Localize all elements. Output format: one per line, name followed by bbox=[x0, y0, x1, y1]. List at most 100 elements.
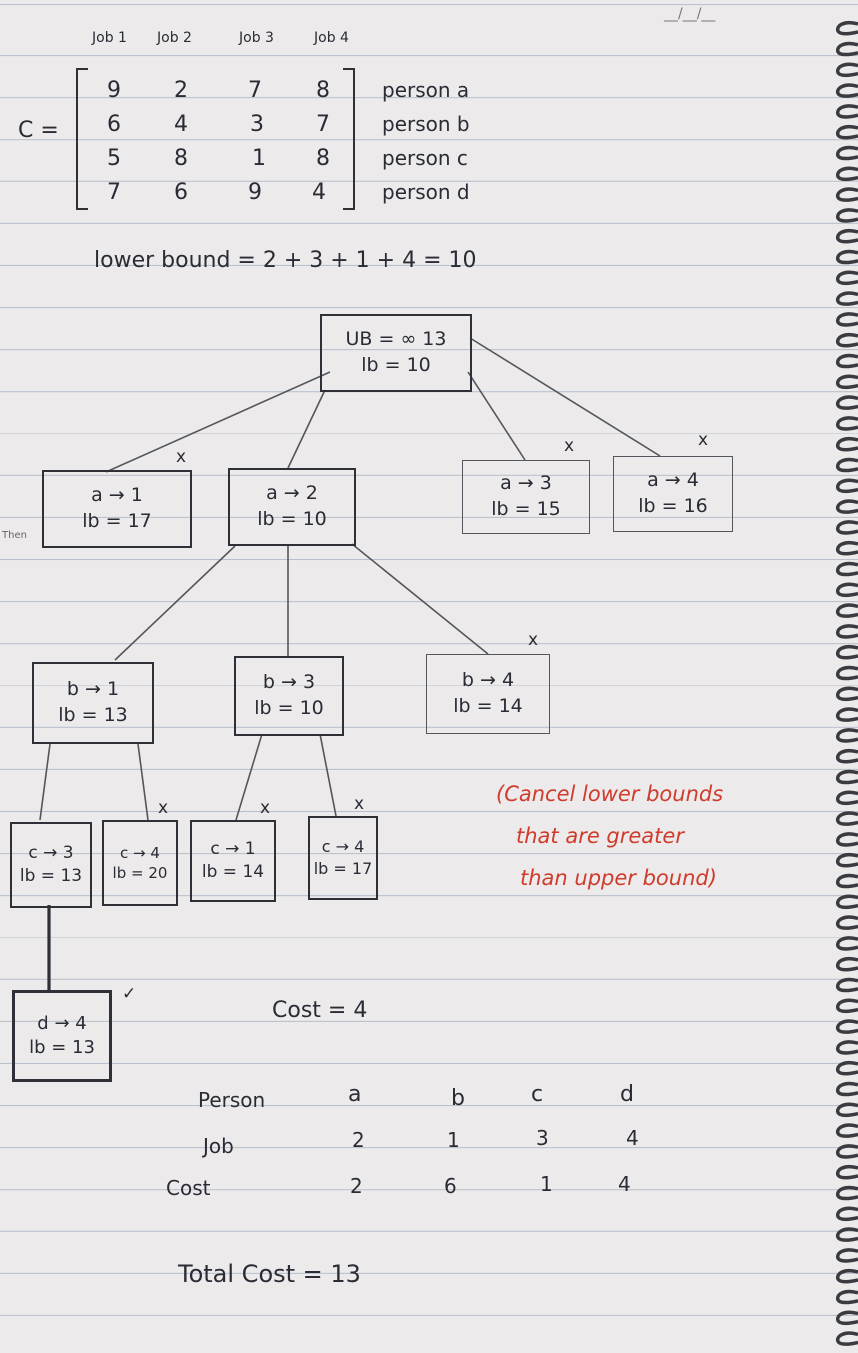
node-lower-bound: lb = 10 bbox=[254, 697, 324, 719]
matrix-left-bracket bbox=[76, 68, 88, 210]
binding-ring bbox=[835, 1040, 858, 1055]
node-assignment: c → 4 bbox=[321, 837, 365, 857]
cancel-mark: x bbox=[158, 798, 169, 818]
binding-ring bbox=[835, 582, 858, 598]
binding-ring bbox=[835, 936, 858, 951]
binding-ring bbox=[835, 686, 858, 702]
binding-ring bbox=[835, 228, 858, 244]
margin-note: Then bbox=[2, 530, 27, 541]
tree-node-a2: a → 2 lb = 10 bbox=[228, 468, 356, 546]
tree-edge bbox=[467, 371, 526, 461]
cost-value: 1 bbox=[540, 1172, 553, 1196]
cost-value: 2 bbox=[350, 1174, 363, 1198]
job-row-label: Job bbox=[203, 1134, 234, 1158]
binding-ring bbox=[835, 540, 858, 556]
node-lower-bound: lb = 17 bbox=[82, 510, 152, 532]
cost-value: 6 bbox=[444, 1174, 457, 1198]
matrix-cell: 1 bbox=[252, 146, 266, 171]
cost-value: 4 bbox=[618, 1172, 631, 1196]
binding-ring bbox=[835, 873, 858, 889]
tree-edge bbox=[351, 543, 489, 655]
tree-node-c1: c → 1 lb = 14 bbox=[190, 820, 276, 902]
tree-node-b4: b → 4 lb = 14 bbox=[426, 654, 550, 734]
node-lower-bound: lb = 14 bbox=[201, 862, 265, 882]
matrix-right-bracket bbox=[343, 68, 355, 210]
matrix-cell: 2 bbox=[174, 78, 188, 103]
tree-edge bbox=[235, 733, 263, 821]
tree-node-a1: a → 1 lb = 17 bbox=[42, 470, 192, 548]
tree-node-a3: a → 3 lb = 15 bbox=[462, 460, 590, 534]
notebook-spiral-binding bbox=[835, 20, 858, 1346]
binding-ring bbox=[835, 353, 858, 369]
tree-node-c4-a: c → 4 lb = 20 bbox=[102, 820, 178, 906]
node-assignment: c → 3 bbox=[28, 843, 74, 864]
cost-line: Cost = 4 bbox=[272, 998, 368, 1023]
binding-ring bbox=[835, 728, 858, 743]
binding-ring bbox=[835, 1164, 858, 1180]
binding-ring bbox=[835, 748, 858, 764]
binding-ring bbox=[835, 769, 858, 785]
binding-ring bbox=[835, 811, 858, 826]
binding-ring bbox=[835, 395, 858, 410]
binding-ring bbox=[835, 374, 858, 390]
binding-ring bbox=[835, 416, 858, 431]
cancel-mark: x bbox=[698, 430, 709, 450]
matrix-label: C = bbox=[18, 118, 59, 143]
binding-ring bbox=[835, 1060, 858, 1076]
cancel-mark: x bbox=[260, 798, 271, 818]
matrix-cell: 5 bbox=[107, 146, 121, 171]
node-assignment: b → 3 bbox=[262, 671, 316, 694]
person-row-label: Person bbox=[198, 1088, 266, 1112]
node-lower-bound: lb = 15 bbox=[491, 498, 561, 520]
binding-ring bbox=[835, 1081, 858, 1097]
matrix-cell: 8 bbox=[316, 146, 330, 171]
tree-node-c4-b: c → 4 lb = 17 bbox=[308, 816, 378, 900]
binding-ring bbox=[835, 83, 858, 98]
date-mark: __/__/__ bbox=[664, 6, 716, 22]
cancel-mark: x bbox=[176, 447, 187, 467]
binding-ring bbox=[835, 208, 858, 223]
tree-node-c3: c → 3 lb = 13 bbox=[10, 822, 92, 908]
matrix-cell: 7 bbox=[316, 112, 330, 137]
tree-edge bbox=[137, 743, 149, 821]
binding-ring bbox=[835, 104, 858, 119]
cancel-mark: x bbox=[528, 630, 539, 650]
person-value: c bbox=[531, 1082, 544, 1107]
node-assignment: a → 2 bbox=[266, 482, 318, 505]
binding-ring bbox=[835, 832, 858, 847]
binding-ring bbox=[835, 977, 858, 993]
binding-ring bbox=[835, 624, 858, 639]
binding-ring bbox=[835, 166, 858, 182]
tree-edge bbox=[469, 337, 661, 457]
binding-ring bbox=[835, 145, 858, 161]
job-header-4: Job 4 bbox=[314, 30, 349, 46]
binding-ring bbox=[835, 478, 858, 494]
binding-ring bbox=[835, 1227, 858, 1242]
person-value: d bbox=[620, 1082, 634, 1107]
cancel-mark: x bbox=[354, 794, 365, 814]
matrix-cell: 6 bbox=[107, 112, 121, 137]
matrix-cell: 7 bbox=[248, 78, 262, 103]
node-upper-bound: UB = ∞ 13 bbox=[345, 328, 447, 351]
note-line: (Cancel lower bounds bbox=[496, 782, 724, 806]
note-line: than upper bound) bbox=[520, 866, 717, 890]
matrix-row-person: person b bbox=[382, 112, 470, 136]
matrix-row-person: person c bbox=[382, 146, 468, 170]
node-lower-bound: lb = 10 bbox=[361, 354, 431, 376]
matrix-cell: 7 bbox=[107, 180, 121, 205]
binding-ring bbox=[835, 1206, 858, 1222]
binding-ring bbox=[835, 270, 858, 286]
binding-ring bbox=[835, 291, 858, 306]
total-cost-line: Total Cost = 13 bbox=[178, 1260, 361, 1288]
binding-ring bbox=[835, 332, 858, 348]
job-header-1: Job 1 bbox=[92, 30, 127, 46]
binding-ring bbox=[835, 894, 858, 910]
binding-ring bbox=[835, 644, 858, 660]
binding-ring bbox=[835, 665, 858, 681]
tree-node-b1: b → 1 lb = 13 bbox=[32, 662, 154, 744]
matrix-cell: 9 bbox=[248, 180, 262, 205]
binding-ring bbox=[835, 998, 858, 1014]
node-lower-bound: lb = 10 bbox=[257, 508, 327, 530]
tree-edge bbox=[319, 733, 337, 817]
